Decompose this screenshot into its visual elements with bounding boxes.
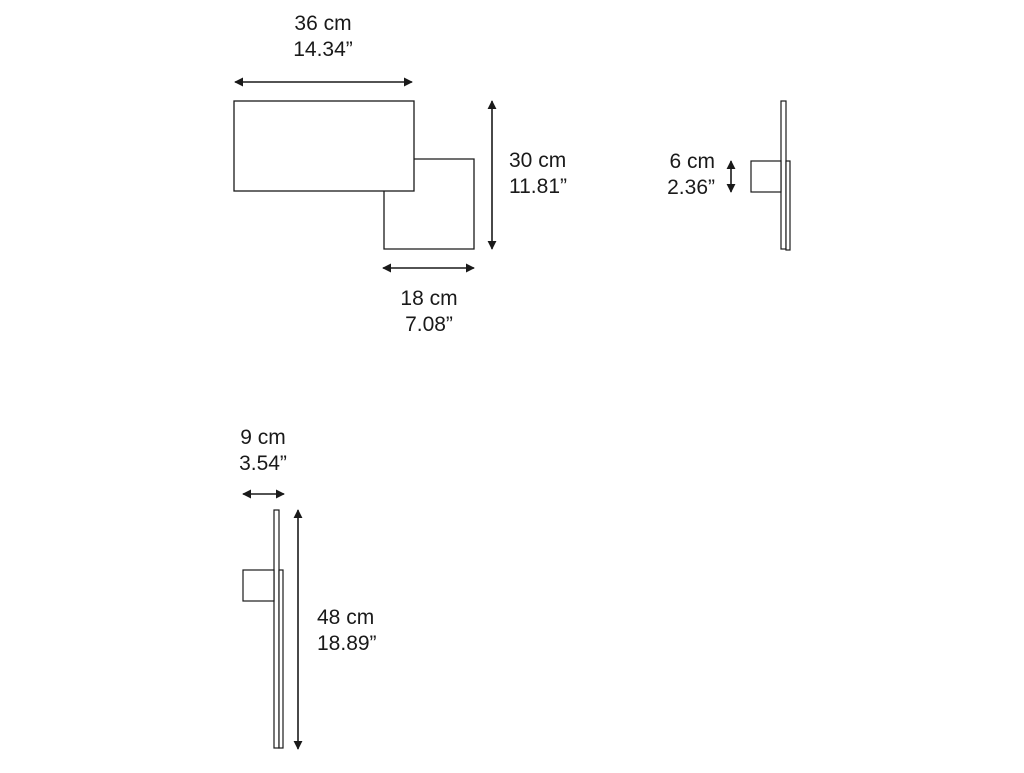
front-back-panel bbox=[383, 158, 475, 250]
side-small-front-plate bbox=[785, 160, 791, 251]
front-panel-width-imperial: 7.08” bbox=[405, 313, 453, 336]
side-small-depth-metric: 6 cm bbox=[669, 150, 715, 173]
front-width-imperial: 14.34” bbox=[293, 38, 353, 61]
side-tall-depth-imperial: 3.54” bbox=[239, 452, 287, 475]
side-small-back-plate bbox=[780, 100, 787, 250]
side-view-tall bbox=[242, 489, 303, 750]
side-small-spacer-block bbox=[750, 160, 782, 193]
side-tall-depth-metric: 9 cm bbox=[240, 426, 286, 449]
side-small-depth-imperial: 2.36” bbox=[667, 176, 715, 199]
side-tall-height-metric: 48 cm bbox=[317, 606, 375, 629]
side-tall-height-imperial: 18.89” bbox=[317, 632, 377, 655]
front-view bbox=[233, 77, 497, 273]
side-small-depth-label: 6 cm 2.36” bbox=[640, 149, 715, 201]
front-height-imperial: 11.81” bbox=[509, 175, 567, 198]
side-tall-front-plate bbox=[278, 569, 284, 749]
front-height-label: 30 cm 11.81” bbox=[509, 148, 567, 200]
side-tall-spacer-block bbox=[242, 569, 275, 602]
front-panel-width-metric: 18 cm bbox=[400, 287, 458, 310]
side-tall-back-plate bbox=[273, 509, 280, 749]
side-tall-height-label: 48 cm 18.89” bbox=[317, 605, 377, 657]
front-height-metric: 30 cm bbox=[509, 149, 567, 172]
front-main-panel bbox=[233, 100, 415, 192]
front-width-label: 36 cm 14.34” bbox=[293, 11, 353, 63]
front-width-metric: 36 cm bbox=[294, 12, 352, 35]
front-panel-width-label: 18 cm 7.08” bbox=[400, 286, 457, 338]
side-view-small bbox=[726, 100, 791, 251]
side-tall-depth-label: 9 cm 3.54” bbox=[239, 425, 287, 477]
